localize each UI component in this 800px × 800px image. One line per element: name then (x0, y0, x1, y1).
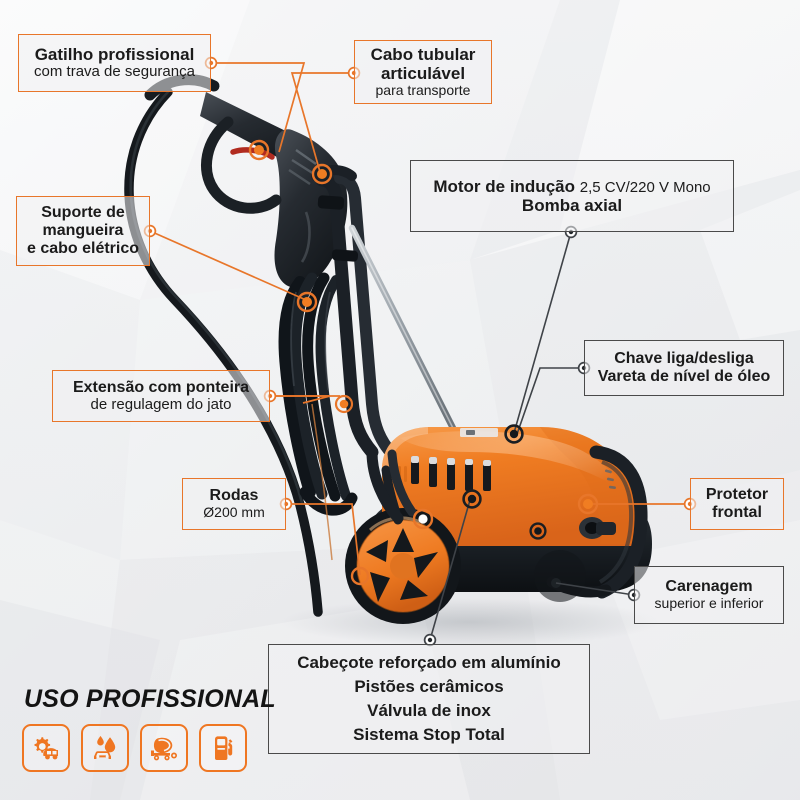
callout-line: Sistema Stop Total (353, 724, 505, 744)
callout-line: articulável (380, 64, 466, 84)
fuel-pump-icon[interactable] (199, 724, 247, 772)
callout-rodas[interactable]: Rodas Ø200 mm (182, 478, 286, 530)
callout-line: Carenagem (665, 578, 753, 596)
car-wash-drop-icon[interactable] (81, 724, 129, 772)
callout-line: frontal (712, 504, 762, 521)
callout-line: Cabeçote reforçado em alumínio (297, 653, 561, 673)
callout-line: e cabo elétrico (26, 239, 140, 257)
callout-carenagem[interactable]: Carenagem superior e inferior (634, 566, 784, 624)
callout-line: Chave liga/desliga (614, 350, 754, 368)
callout-line: Gatilho profissional (34, 45, 195, 65)
gear-machinery-icon[interactable] (22, 724, 70, 772)
callout-line: Pistões cerâmicos (354, 677, 504, 697)
callout-line: Cabo tubular (370, 45, 476, 65)
usage-icons-row (22, 724, 276, 772)
callout-extensao-ponteira[interactable]: Extensão com ponteira de regulagem do ja… (52, 370, 270, 422)
callout-line: com trava de segurança (34, 63, 195, 81)
callout-line: Ø200 mm (203, 504, 265, 521)
callout-line: mangueira (42, 222, 124, 240)
callout-line: Bomba axial (521, 196, 623, 216)
callout-line: Válvula de inox (367, 701, 491, 720)
callout-gatilho-profissional[interactable]: Gatilho profissional com trava de segura… (18, 34, 211, 92)
concrete-mixer-icon[interactable] (140, 724, 188, 772)
callout-chave-liga-desliga[interactable]: Chave liga/desliga Vareta de nível de ól… (584, 340, 784, 396)
uso-profissional-title: USO PROFISSIONAL (24, 685, 276, 713)
callout-line: Vareta de nível de óleo (597, 368, 771, 385)
callout-line: Extensão com ponteira (72, 378, 250, 396)
callout-motor-inducao[interactable]: Motor de indução 2,5 CV/220 V Mono Bomba… (410, 160, 734, 232)
callout-line: Suporte de (41, 204, 125, 222)
callout-cabecote-reforcado[interactable]: Cabeçote reforçado em alumínio Pistões c… (268, 644, 590, 754)
callout-suporte-mangueira[interactable]: Suporte de mangueira e cabo elétrico (16, 196, 150, 266)
callout-line: para transporte (375, 82, 471, 99)
callout-line: de regulagem do jato (90, 395, 232, 413)
uso-profissional-footer: USO PROFISSIONAL (22, 685, 276, 772)
callout-line: Protetor (705, 486, 769, 504)
motor-spec-text: 2,5 CV/220 V Mono (579, 178, 711, 196)
callout-cabo-tubular[interactable]: Cabo tubular articulável para transporte (354, 40, 492, 104)
callout-protetor-frontal[interactable]: Protetor frontal (690, 478, 784, 530)
callout-line-motor: Motor de indução 2,5 CV/220 V Mono (433, 177, 710, 197)
callout-line: Rodas (209, 487, 259, 505)
callout-line: superior e inferior (654, 595, 764, 612)
motor-bold-text: Motor de indução (433, 176, 575, 196)
